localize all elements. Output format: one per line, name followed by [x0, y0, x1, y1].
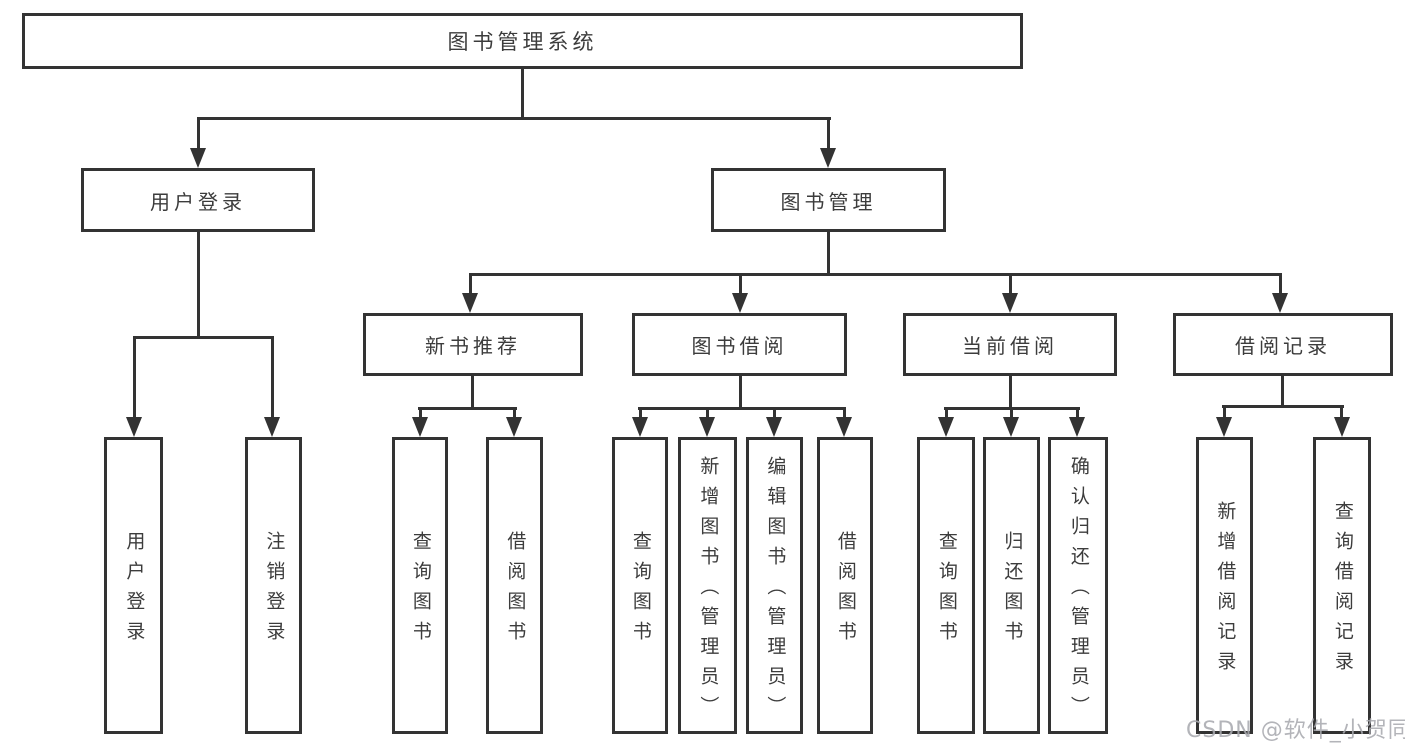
leaf-label: 查询图书	[935, 531, 958, 651]
arrow-down-icon	[462, 293, 478, 313]
arrow-down-icon	[766, 417, 782, 437]
connector-line	[271, 336, 274, 418]
connector-line	[739, 273, 742, 295]
connector-line	[945, 407, 948, 418]
connector-line	[1009, 376, 1012, 410]
leaf-query-borrow-record: 查询借阅记录	[1313, 437, 1371, 734]
connector-line	[419, 407, 422, 418]
connector-line	[739, 376, 742, 410]
arrow-down-icon	[506, 417, 522, 437]
leaf-label: 借阅图书	[834, 531, 857, 651]
connector-line	[843, 407, 846, 418]
connector-line	[827, 117, 830, 150]
connector-line	[197, 117, 831, 120]
leaf-label: 新增图书（管理员）	[697, 456, 720, 726]
arrow-down-icon	[1069, 417, 1085, 437]
arrow-down-icon	[1272, 293, 1288, 313]
connector-line	[513, 407, 516, 418]
node-borrow-records: 借阅记录	[1173, 313, 1393, 376]
connector-line	[1281, 376, 1284, 407]
connector-line	[469, 273, 472, 295]
node-book-borrow: 图书借阅	[632, 313, 847, 376]
connector-line	[471, 376, 474, 410]
connector-line	[638, 407, 846, 410]
arrow-down-icon	[264, 417, 280, 437]
connector-line	[1223, 405, 1226, 418]
leaf-add-books-admin: 新增图书（管理员）	[678, 437, 737, 734]
connector-line	[639, 407, 642, 418]
arrow-down-icon	[1003, 417, 1019, 437]
arrow-down-icon	[190, 148, 206, 168]
leaf-confirm-return-admin: 确认归还（管理员）	[1048, 437, 1108, 734]
connector-line	[706, 407, 709, 418]
leaf-label: 查询借阅记录	[1331, 501, 1354, 681]
csdn-watermark: CSDN @软件_小贺同学	[1186, 718, 1405, 743]
connector-line	[773, 407, 776, 418]
arrow-down-icon	[412, 417, 428, 437]
leaf-return-books: 归还图书	[983, 437, 1040, 734]
leaf-query-books-current: 查询图书	[917, 437, 975, 734]
connector-line	[827, 232, 830, 276]
leaf-label: 编辑图书（管理员）	[764, 456, 787, 726]
arrow-down-icon	[126, 417, 142, 437]
arrow-down-icon	[632, 417, 648, 437]
node-book-management: 图书管理	[711, 168, 946, 232]
connector-line	[1076, 407, 1079, 418]
leaf-borrow-books-recommend: 借阅图书	[486, 437, 543, 734]
node-user-login: 用户登录	[81, 168, 315, 232]
arrow-down-icon	[836, 417, 852, 437]
leaf-user-login: 用户登录	[104, 437, 163, 734]
leaf-label: 确认归还（管理员）	[1067, 456, 1090, 726]
leaf-add-borrow-record: 新增借阅记录	[1196, 437, 1253, 734]
connector-line	[133, 336, 274, 339]
leaf-label: 查询图书	[409, 531, 432, 651]
node-current-borrow: 当前借阅	[903, 313, 1117, 376]
arrow-down-icon	[820, 148, 836, 168]
leaf-label: 查询图书	[629, 531, 652, 651]
leaf-query-books-borrow: 查询图书	[612, 437, 668, 734]
node-new-book-recommend: 新书推荐	[363, 313, 583, 376]
leaf-label: 借阅图书	[504, 531, 527, 651]
leaf-label: 归还图书	[1001, 531, 1024, 651]
arrow-down-icon	[1216, 417, 1232, 437]
connector-line	[1009, 273, 1012, 295]
arrow-down-icon	[1002, 293, 1018, 313]
node-library-management-system: 图书管理系统	[22, 13, 1023, 69]
connector-line	[197, 232, 200, 339]
connector-line	[469, 273, 1282, 276]
connector-line	[418, 407, 517, 410]
arrow-down-icon	[938, 417, 954, 437]
connector-line	[197, 117, 200, 150]
leaf-query-books-recommend: 查询图书	[392, 437, 448, 734]
connector-line	[1222, 405, 1344, 408]
connector-line	[1010, 407, 1013, 418]
leaf-label: 用户登录	[123, 531, 146, 651]
connector-line	[133, 336, 136, 418]
leaf-logout: 注销登录	[245, 437, 302, 734]
connector-line	[1340, 405, 1343, 418]
leaf-edit-books-admin: 编辑图书（管理员）	[746, 437, 803, 734]
arrow-down-icon	[699, 417, 715, 437]
arrow-down-icon	[732, 293, 748, 313]
connector-line	[1279, 273, 1282, 295]
connector-line	[521, 69, 524, 120]
leaf-label: 新增借阅记录	[1214, 501, 1237, 681]
arrow-down-icon	[1334, 417, 1350, 437]
leaf-borrow-books: 借阅图书	[817, 437, 873, 734]
leaf-label: 注销登录	[263, 531, 286, 651]
